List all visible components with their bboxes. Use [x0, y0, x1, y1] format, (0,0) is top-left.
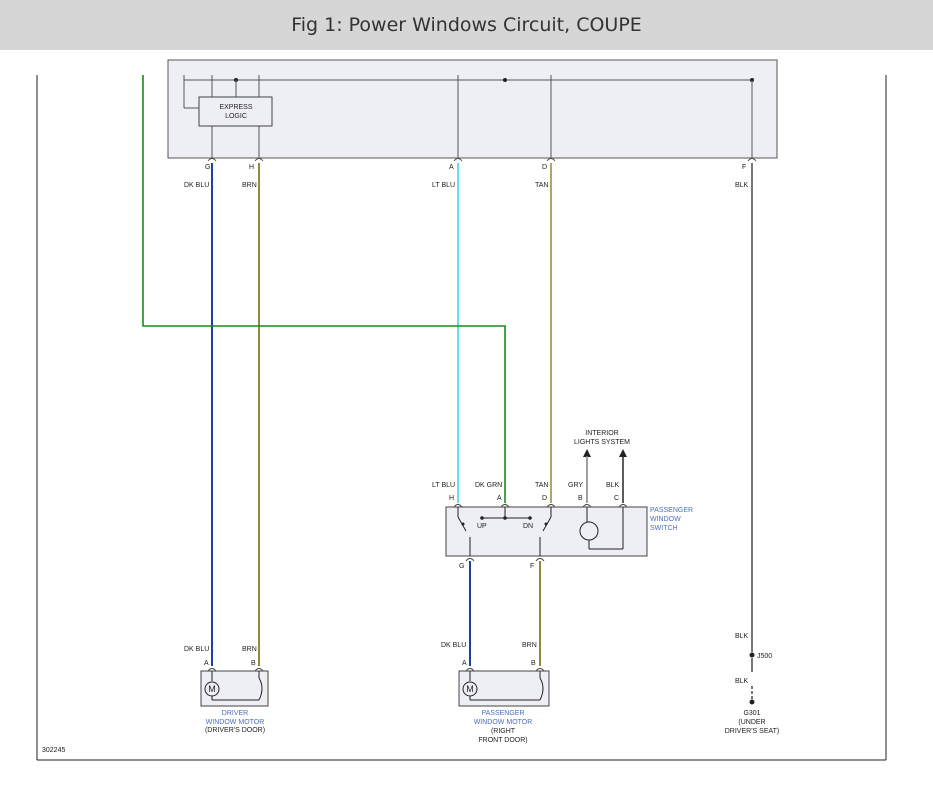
wire-label: BLK — [606, 482, 620, 489]
switch-node — [480, 516, 484, 520]
express-logic-label: LOGIC — [225, 113, 247, 120]
wire-label: DK BLU — [441, 642, 466, 649]
switch-pin-label: D — [542, 495, 547, 502]
ground-label: DRIVER'S SEAT) — [725, 728, 780, 735]
figure-number: 302245 — [42, 747, 65, 754]
motor-pin-label: A — [204, 660, 209, 667]
wire-dk-grn — [142, 75, 506, 503]
express-logic-box — [198, 96, 273, 127]
pass-motor-location: FRONT DOOR) — [478, 737, 527, 744]
motor-pin-label: B — [531, 660, 536, 667]
pass-motor-location: (RIGHT — [491, 728, 516, 735]
arrow-up-icon — [583, 449, 591, 457]
switch-up-label: UP — [477, 523, 487, 530]
passenger-switch-box — [445, 506, 648, 557]
interior-lights-label: LIGHTS SYSTEM — [574, 439, 630, 446]
driver-motor-internals — [204, 671, 263, 701]
splice-node — [749, 652, 755, 658]
switch-pin-label: G — [459, 563, 464, 570]
passenger-switch-label: SWITCH — [650, 525, 678, 532]
wire-label: BLK — [735, 678, 749, 685]
pin-f-label: F — [742, 164, 746, 171]
switch-pin-label: F — [530, 563, 534, 570]
wire-label: BLK — [735, 633, 749, 640]
switch-pin-label: A — [497, 495, 502, 502]
pass-motor-label: PASSENGER — [481, 710, 524, 717]
wire-label: LT BLU — [432, 182, 455, 189]
passenger-switch-label: WINDOW — [650, 516, 681, 523]
wire-label: DK GRN — [475, 482, 502, 489]
driver-motor-location: (DRIVER'S DOOR) — [205, 727, 265, 734]
ground-label: G301 — [743, 710, 760, 717]
motor-pin-label: B — [251, 660, 256, 667]
motor-icon: M — [208, 684, 216, 694]
motor-icon: M — [466, 684, 474, 694]
ground-node — [749, 699, 755, 705]
pin-d-label: D — [542, 164, 547, 171]
wire-label: TAN — [535, 182, 548, 189]
wire-label: BLK — [735, 182, 749, 189]
pass-motor-connectors — [465, 668, 545, 672]
passenger-switch-label: PASSENGER — [650, 507, 693, 514]
wire-label: DK BLU — [184, 646, 209, 653]
interior-lights-label: INTERIOR — [585, 430, 618, 437]
switch-pin-label: B — [578, 495, 583, 502]
switch-pin-label: C — [614, 495, 619, 502]
wire-label: GRY — [568, 482, 583, 489]
switch-pin-label: H — [449, 495, 454, 502]
switch-node — [528, 516, 532, 520]
switch-internals — [457, 507, 624, 556]
pin-h-label: H — [249, 164, 254, 171]
switch-dn-label: DN — [523, 523, 533, 530]
driver-motor-label: WINDOW MOTOR — [206, 719, 265, 726]
switch-connectors — [453, 504, 628, 508]
pass-motor-internals — [462, 671, 544, 701]
express-logic-label: EXPRESS — [219, 104, 252, 111]
pin-g-label: G — [205, 164, 210, 171]
window-module — [167, 59, 778, 159]
driver-motor-connectors — [207, 668, 264, 672]
page-title: Fig 1: Power Windows Circuit, COUPE — [291, 14, 642, 36]
switch-bottom-connectors — [465, 558, 545, 562]
wire-label: BRN — [242, 646, 257, 653]
switch-node — [461, 522, 465, 526]
wire-label: LT BLU — [432, 482, 455, 489]
wire-label: BRN — [242, 182, 257, 189]
splice-label: J500 — [757, 653, 772, 660]
motor-pin-label: A — [462, 660, 467, 667]
driver-motor-label: DRIVER — [222, 710, 248, 717]
wire-label: TAN — [535, 482, 548, 489]
ground-label: (UNDER — [738, 719, 765, 726]
wire-label: BRN — [522, 642, 537, 649]
bus-node — [503, 78, 507, 82]
title-bar: Fig 1: Power Windows Circuit, COUPE — [0, 0, 933, 50]
wire-label: DK BLU — [184, 182, 209, 189]
arrow-up-icon — [619, 449, 627, 457]
switch-node — [503, 516, 507, 520]
pass-motor-label: WINDOW MOTOR — [474, 719, 533, 726]
pin-a-label: A — [449, 164, 454, 171]
switch-node — [544, 522, 548, 526]
module-connectors — [207, 158, 757, 162]
